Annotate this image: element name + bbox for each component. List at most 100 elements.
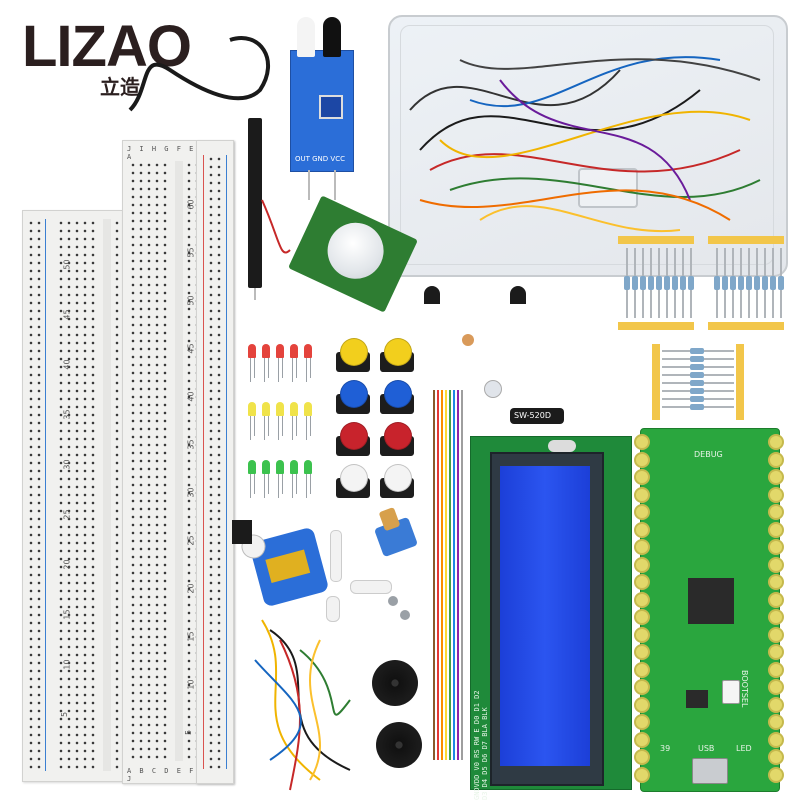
resistor-body — [656, 276, 662, 290]
push-button-cap — [340, 422, 368, 450]
pico-pin-pad — [768, 486, 784, 503]
push-button-cap — [340, 464, 368, 492]
led-lead — [292, 474, 293, 498]
led-lead — [278, 416, 279, 440]
push-button-cap — [340, 380, 368, 408]
led-lead — [254, 358, 255, 378]
ir-receiver — [323, 17, 341, 57]
resistor-body — [688, 276, 694, 290]
resistor-body — [690, 396, 704, 402]
tilt-switch-label: SW-520D — [514, 411, 551, 420]
brand-logo: LIZAO 立造 — [22, 18, 192, 99]
pir-dome — [318, 213, 393, 289]
resistor-body — [690, 380, 704, 386]
sensor-pins — [308, 170, 336, 200]
pico-label-bootsel: BOOTSEL — [740, 670, 749, 708]
potentiometer-trimmer — [319, 95, 343, 119]
breadboard-left-holes-b — [113, 219, 121, 771]
pico-usb-port — [692, 758, 728, 784]
led — [262, 460, 270, 474]
led-lead — [268, 474, 269, 494]
photoresistor — [462, 334, 474, 346]
breadboard-left-holes — [57, 219, 99, 771]
ir-sensor-board: OUT GND VCC — [290, 17, 354, 172]
led-lead — [264, 358, 265, 382]
resistor-tape-1-bottom — [618, 322, 694, 330]
resistor-body — [778, 276, 784, 290]
led — [248, 460, 256, 474]
push-button-cap — [384, 338, 412, 366]
resistor-body — [722, 276, 728, 290]
screw-1 — [388, 596, 398, 606]
pico-pin-pad — [634, 609, 650, 625]
pico-pin-pad — [634, 591, 650, 608]
power-rail-blue — [226, 155, 227, 769]
pico-pin-pad — [768, 679, 784, 695]
pico-rp2040-chip — [688, 578, 734, 624]
resistor-body — [624, 276, 630, 290]
pico-pin-pad — [768, 451, 784, 468]
led-lead — [296, 474, 297, 494]
breadboard-main-channel — [175, 161, 183, 761]
pico-pin-pad — [634, 661, 650, 678]
breadboard-letters-top: J I H G F E D C B A — [127, 145, 233, 161]
pico-pin-pad — [634, 504, 650, 520]
pico-pin-pad — [634, 644, 650, 660]
resistor-body — [690, 348, 704, 354]
storage-box-inner — [400, 25, 774, 265]
pico-pin-pad — [634, 469, 650, 485]
resistor-body — [746, 276, 752, 290]
pico-pin-pad — [634, 434, 650, 450]
led — [290, 402, 298, 416]
resistor-tape-2-bottom — [708, 322, 784, 330]
servo-horn-1 — [330, 530, 342, 582]
resistor-body — [770, 276, 776, 290]
resistor-body — [690, 372, 704, 378]
led — [290, 460, 298, 474]
led-lead — [278, 358, 279, 382]
servo-label — [265, 549, 311, 584]
pico-pin-pad — [634, 714, 650, 730]
pico-pin-pad — [768, 661, 784, 678]
servo-horn-2 — [350, 580, 392, 594]
sensor-pin-label: OUT GND VCC — [295, 155, 345, 163]
led-lead — [254, 416, 255, 436]
led-lead — [282, 474, 283, 494]
led-lead — [292, 416, 293, 440]
resistor-tape-2-top — [708, 236, 784, 244]
led-lead — [264, 416, 265, 440]
pico-pin-pad — [768, 749, 784, 765]
led-lead — [310, 474, 311, 494]
led-lead — [250, 474, 251, 498]
led-strip — [248, 118, 262, 288]
pico-pin-pad — [634, 556, 650, 573]
led-lead — [306, 358, 307, 382]
pico-pin-pad — [768, 521, 784, 538]
lcd-screen — [500, 466, 590, 766]
usb-cable — [128, 36, 271, 112]
led — [290, 344, 298, 358]
resistor-body — [648, 276, 654, 290]
pico-pin-pad — [768, 574, 784, 590]
pico-label-usb: USB — [698, 744, 715, 753]
led-lead — [268, 416, 269, 436]
pico-pin-pad — [768, 731, 784, 748]
pico-flash-chip — [686, 690, 708, 708]
pico-pin-pad — [634, 539, 650, 555]
breadboard-left — [22, 210, 124, 782]
power-rail-red — [203, 155, 204, 769]
pico-pin-pad — [768, 609, 784, 625]
lcd-mount-hole — [548, 440, 576, 452]
resistor-body — [730, 276, 736, 290]
push-button-cap — [384, 422, 412, 450]
pico-pin-pad — [768, 766, 784, 783]
ribbon-wires — [433, 390, 463, 760]
resistor-body — [664, 276, 670, 290]
pico-pin-pad — [768, 714, 784, 730]
breadboard-left-channel — [103, 219, 111, 771]
pico-pin-pad — [634, 486, 650, 503]
resistor-tape-3-right — [736, 344, 744, 420]
storage-box — [388, 15, 788, 277]
resistor-body — [690, 404, 704, 410]
led — [304, 402, 312, 416]
